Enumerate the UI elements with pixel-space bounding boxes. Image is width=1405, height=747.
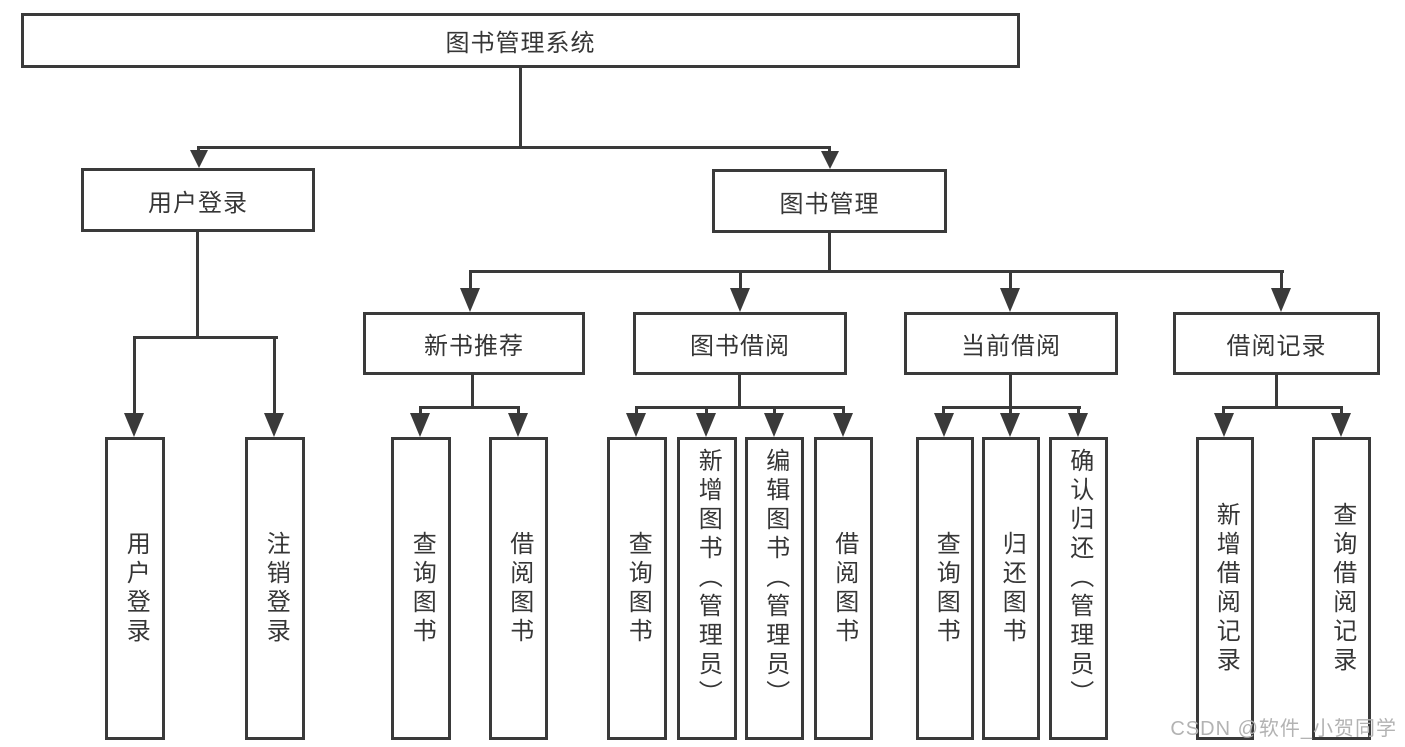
- connector-line: [705, 406, 708, 418]
- leaf-label: 确认归还（管理员）: [1065, 448, 1093, 709]
- leaf-label: 借阅图书: [505, 530, 533, 647]
- leaf-query-borrow-record: 查询借阅记录: [1312, 437, 1371, 740]
- arrow-down-icon: [821, 151, 839, 169]
- connector-line: [739, 270, 742, 292]
- leaf-label: 查询图书: [624, 530, 652, 647]
- leaf-label: 查询图书: [932, 530, 960, 647]
- connector-line: [842, 406, 845, 418]
- node-label: 图书管理系统: [445, 30, 596, 57]
- node-book-borrowing: 图书借阅: [633, 312, 847, 375]
- connector-line: [1009, 270, 1012, 292]
- arrow-down-icon: [410, 413, 430, 437]
- leaf-label: 查询借阅记录: [1328, 501, 1356, 676]
- arrow-down-icon: [1000, 288, 1020, 312]
- connector-line: [133, 336, 278, 339]
- node-label: 用户登录: [148, 189, 248, 217]
- leaf-add-books-admin: 新增图书（管理员）: [677, 437, 737, 740]
- connector-line: [469, 270, 472, 292]
- connector-line: [517, 406, 520, 418]
- connector-line: [773, 406, 776, 418]
- leaf-add-borrow-record: 新增借阅记录: [1196, 437, 1254, 740]
- leaf-label: 归还图书: [998, 530, 1026, 647]
- connector-line: [828, 146, 831, 155]
- node-new-book-recommend: 新书推荐: [363, 312, 585, 375]
- connector-line: [133, 336, 136, 416]
- node-current-borrowing: 当前借阅: [904, 312, 1118, 375]
- leaf-label: 借阅图书: [830, 530, 858, 647]
- connector-line: [942, 406, 945, 418]
- leaf-return-books: 归还图书: [982, 437, 1040, 740]
- connector-line: [828, 233, 831, 273]
- node-root-library-system: 图书管理系统: [21, 13, 1020, 68]
- connector-line: [471, 375, 474, 409]
- connector-line: [197, 146, 831, 149]
- arrow-down-icon: [1000, 413, 1020, 437]
- node-label: 当前借阅: [961, 333, 1061, 360]
- arrow-down-icon: [833, 413, 853, 437]
- node-label: 图书借阅: [690, 333, 790, 360]
- connector-line: [1077, 406, 1080, 418]
- leaf-borrow-books: 借阅图书: [814, 437, 873, 740]
- node-borrow-records: 借阅记录: [1173, 312, 1380, 375]
- node-label: 新书推荐: [424, 333, 524, 360]
- leaf-query-books: 查询图书: [607, 437, 667, 740]
- leaf-query-books: 查询图书: [916, 437, 974, 740]
- connector-line: [1340, 406, 1343, 418]
- connector-line: [1009, 406, 1012, 418]
- leaf-logout: 注销登录: [245, 437, 305, 740]
- connector-line: [1222, 406, 1225, 418]
- leaf-confirm-return-admin: 确认归还（管理员）: [1049, 437, 1108, 740]
- connector-line: [1280, 270, 1283, 292]
- connector-line: [419, 406, 422, 418]
- leaf-label: 编辑图书（管理员）: [761, 448, 789, 709]
- leaf-borrow-books: 借阅图书: [489, 437, 548, 740]
- arrow-down-icon: [460, 288, 480, 312]
- leaf-edit-books-admin: 编辑图书（管理员）: [745, 437, 804, 740]
- connector-line: [1009, 375, 1012, 409]
- arrow-down-icon: [1068, 413, 1088, 437]
- connector-line: [469, 270, 1284, 273]
- arrow-down-icon: [626, 413, 646, 437]
- leaf-query-books: 查询图书: [391, 437, 451, 740]
- arrow-down-icon: [264, 413, 284, 437]
- connector-line: [519, 68, 522, 149]
- arrow-down-icon: [1271, 288, 1291, 312]
- connector-line: [738, 375, 741, 409]
- node-label: 借阅记录: [1226, 333, 1327, 360]
- node-user-login: 用户登录: [81, 168, 315, 232]
- leaf-label: 查询图书: [408, 530, 436, 647]
- connector-line: [1222, 406, 1343, 409]
- node-book-management: 图书管理: [712, 169, 947, 233]
- connector-line: [635, 406, 638, 418]
- arrow-down-icon: [730, 288, 750, 312]
- connector-line: [635, 406, 845, 409]
- node-label: 图书管理: [779, 190, 880, 218]
- arrow-down-icon: [1214, 413, 1234, 437]
- csdn-watermark: CSDN @软件_小贺同学: [1170, 718, 1397, 740]
- leaf-user-login: 用户登录: [105, 437, 165, 740]
- connector-line: [419, 406, 520, 409]
- arrow-down-icon: [764, 413, 784, 437]
- leaf-label: 新增图书（管理员）: [694, 448, 722, 709]
- connector-line: [1275, 375, 1278, 409]
- arrow-down-icon: [1331, 413, 1351, 437]
- leaf-label: 用户登录: [122, 530, 150, 647]
- connector-line: [273, 336, 276, 416]
- arrow-down-icon: [124, 413, 144, 437]
- connector-line: [196, 232, 199, 339]
- leaf-label: 注销登录: [262, 530, 290, 647]
- leaf-label: 新增借阅记录: [1212, 501, 1240, 676]
- arrow-down-icon: [934, 413, 954, 437]
- arrow-down-icon: [696, 413, 716, 437]
- arrow-down-icon: [508, 413, 528, 437]
- arrow-down-icon: [190, 150, 208, 168]
